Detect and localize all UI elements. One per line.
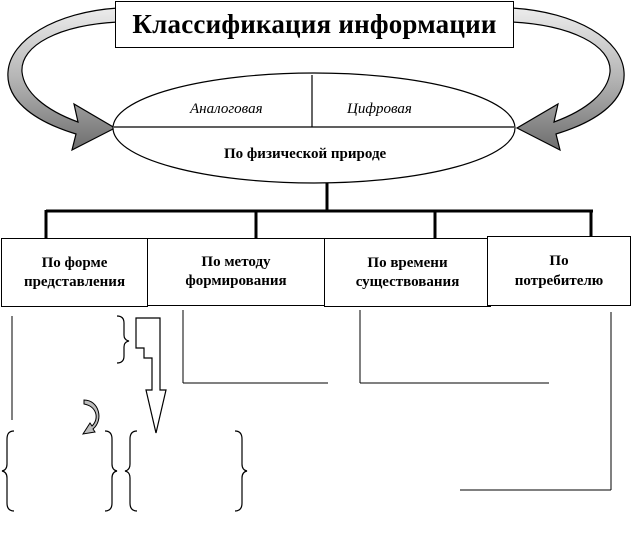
category-method-of-formation: По методу формирования (147, 238, 325, 306)
analog-label: Аналоговая (190, 101, 263, 117)
category-time-of-existence: По времени существования (324, 238, 491, 307)
right-curved-arrow-icon (511, 7, 625, 152)
right-brace-2 (234, 430, 248, 512)
left-brace-2 (124, 430, 138, 512)
tree-connectors (44, 183, 593, 238)
category-by-consumer: По потребителю (487, 236, 631, 306)
digital-label: Цифровая (347, 101, 412, 117)
bent-down-arrow-icon (135, 317, 167, 434)
physical-nature-label: По физической природе (224, 146, 387, 162)
empty-subitem-lines (11, 310, 612, 491)
physical-nature-ellipse (112, 72, 516, 184)
diagram-title: Классификация информации (115, 1, 514, 48)
left-curved-arrow-icon (7, 7, 119, 152)
small-curved-arrow-icon (81, 399, 100, 435)
curly-braces (1, 315, 248, 512)
category-form-of-representation: По форме представления (1, 238, 148, 307)
right-brace-small (116, 315, 130, 364)
right-brace-1 (104, 430, 118, 512)
left-brace-1 (1, 430, 15, 512)
